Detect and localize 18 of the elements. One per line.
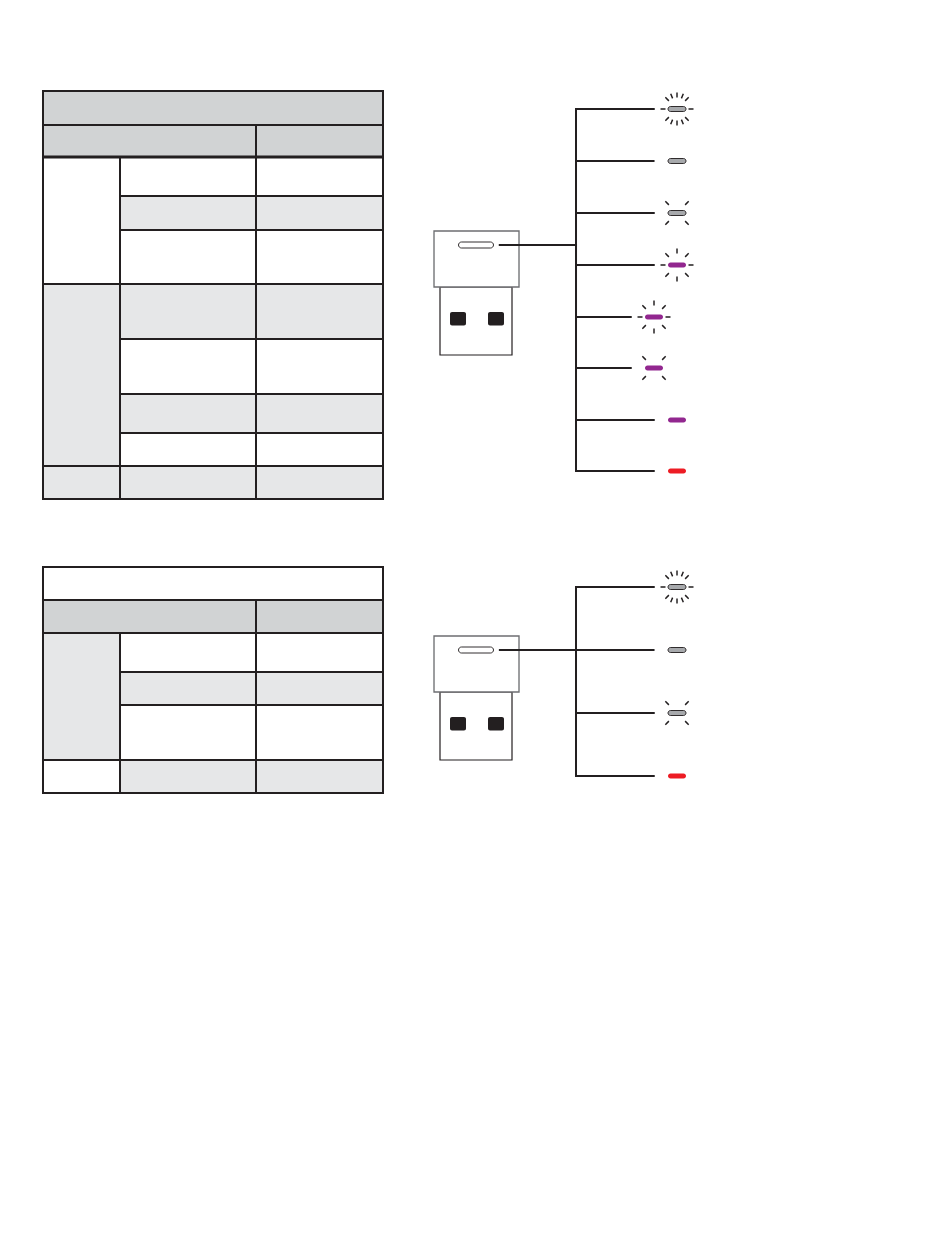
led-icon (668, 773, 686, 779)
blinking-led-icon (641, 355, 667, 381)
blinking-led-icon (636, 299, 672, 335)
led-icon (668, 468, 686, 474)
led-icon (667, 158, 687, 164)
led-indicator (458, 646, 494, 654)
led-icon (668, 417, 686, 423)
connector-line (497, 244, 656, 472)
usb-dongle (433, 230, 520, 356)
blinking-led-icon (659, 91, 695, 127)
blinking-led-icon (664, 700, 690, 726)
usb-dongle (433, 635, 520, 761)
blinking-led-icon (659, 569, 695, 605)
blinking-led-icon (659, 247, 695, 283)
led-indicator (458, 241, 494, 249)
led-icon (667, 647, 687, 653)
blinking-led-icon (664, 200, 690, 226)
connector-line (497, 649, 656, 777)
